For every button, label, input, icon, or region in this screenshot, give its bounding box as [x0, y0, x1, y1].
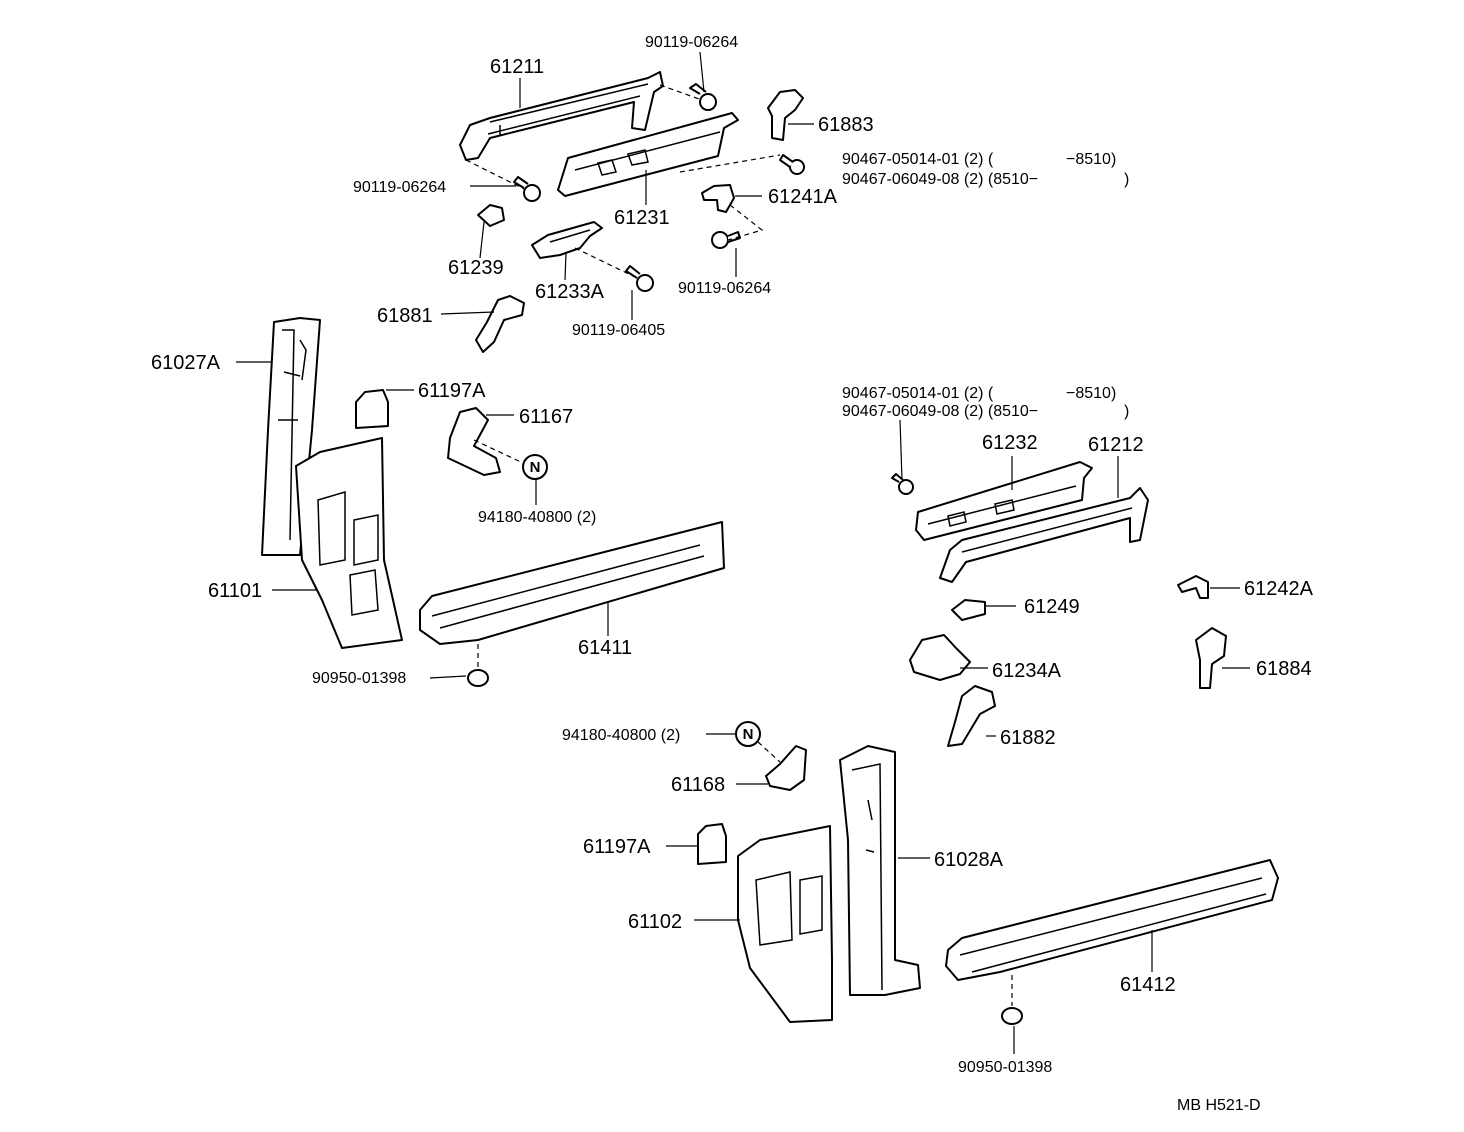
label-90119-06264-left: 90119-06264 — [353, 179, 446, 196]
label-90467-06049-08-top-range: ) — [1124, 171, 1129, 188]
label-90119-06405: 90119-06405 — [572, 322, 665, 339]
bolt-90119-06264-left-shape — [513, 176, 541, 202]
label-90467-05014-01-lower-range: −8510) — [1066, 385, 1116, 402]
label-61211: 61211 — [490, 56, 544, 78]
label-61167: 61167 — [519, 406, 573, 428]
part-61411-shape — [419, 521, 725, 645]
part-61249-shape — [951, 599, 986, 621]
label-90467-06049-08-top: 90467-06049-08 (2) (8510− — [842, 171, 1038, 188]
part-61212-shape — [939, 487, 1149, 583]
label-61212: 61212 — [1088, 434, 1144, 456]
part-61234A-shape — [909, 634, 971, 681]
part-61882-shape — [947, 685, 996, 747]
label-61233A: 61233A — [535, 281, 605, 303]
nut-N-upper-shape: N — [473, 439, 548, 480]
label-90950-01398-left: 90950-01398 — [312, 670, 406, 687]
leader-lines — [236, 51, 1250, 1054]
label-61232: 61232 — [982, 432, 1038, 454]
part-61233A-shape — [531, 221, 603, 259]
part-61028A-shape — [839, 745, 921, 996]
part-61232-shape — [915, 461, 1093, 541]
nut-N-upper-letter: N — [530, 459, 541, 476]
nut-N-lower-shape: N — [735, 721, 781, 763]
part-61102-shape — [737, 825, 833, 1023]
label-90467-05014-01-top-range: −8510) — [1066, 151, 1116, 168]
label-90467-06049-08-lower-range: ) — [1124, 403, 1129, 420]
label-61197A-upper: 61197A — [418, 380, 486, 402]
part-61168-shape — [765, 745, 807, 791]
part-61101-shape — [295, 437, 403, 649]
label-61102: 61102 — [628, 911, 682, 933]
part-61883-shape — [767, 89, 804, 141]
part-61881-shape — [475, 295, 525, 353]
label-61241A: 61241A — [768, 186, 838, 208]
label-61168: 61168 — [671, 774, 725, 796]
diagram-code: MB H521-D — [1177, 1097, 1261, 1114]
label-61412: 61412 — [1120, 974, 1176, 996]
part-61231-shape — [557, 112, 739, 197]
grommet-90950-01398-left-shape — [467, 644, 489, 687]
label-61234A: 61234A — [992, 660, 1062, 682]
label-90467-06049-08-lower: 90467-06049-08 (2) (8510− — [842, 403, 1038, 420]
part-61197A-upper-shape — [355, 389, 389, 429]
nut-N-lower-letter: N — [743, 726, 754, 743]
label-61027A: 61027A — [151, 352, 221, 374]
label-61411: 61411 — [578, 637, 632, 659]
label-61883: 61883 — [818, 114, 874, 136]
label-90119-06264-top: 90119-06264 — [645, 34, 738, 51]
label-94180-40800-lower: 94180-40800 (2) — [562, 727, 680, 744]
label-61028A: 61028A — [934, 849, 1004, 871]
label-61884: 61884 — [1256, 658, 1312, 680]
bolt-90119-06405-shape — [625, 265, 654, 292]
part-labels: 61211 90119-06264 61883 90467-05014-01 (… — [151, 34, 1314, 1114]
part-61239-shape — [477, 204, 505, 227]
label-61242A: 61242A — [1244, 578, 1314, 600]
label-94180-40800-upper: 94180-40800 (2) — [478, 509, 596, 526]
label-61101: 61101 — [208, 580, 262, 602]
label-61881: 61881 — [377, 305, 433, 327]
part-61211-shape — [459, 71, 664, 161]
label-90467-05014-01-lower: 90467-05014-01 (2) ( — [842, 385, 994, 402]
bolt-90119-06264-mid-shape — [711, 231, 741, 249]
label-61197A-lower: 61197A — [583, 836, 651, 858]
screw-90467-lower-shape — [891, 473, 914, 495]
label-61239: 61239 — [448, 257, 504, 279]
part-61167-shape — [447, 407, 501, 476]
label-90119-06264-mid: 90119-06264 — [678, 280, 771, 297]
bolt-90119-06264-top-shape — [689, 83, 717, 111]
label-61249: 61249 — [1024, 596, 1080, 618]
part-61242A-shape — [1177, 575, 1209, 599]
label-90467-05014-01-top: 90467-05014-01 (2) ( — [842, 151, 994, 168]
part-61241A-shape — [701, 184, 735, 213]
part-61884-shape — [1195, 627, 1227, 689]
label-61882: 61882 — [1000, 727, 1056, 749]
label-90950-01398-right: 90950-01398 — [958, 1059, 1052, 1076]
label-61231: 61231 — [614, 207, 670, 229]
dashed-connectors-top — [465, 84, 781, 279]
part-61412-shape — [945, 859, 1279, 981]
screw-90467-top-shape — [779, 154, 805, 175]
part-61197A-lower-shape — [697, 823, 727, 865]
grommet-90950-01398-right-shape — [1001, 975, 1023, 1025]
